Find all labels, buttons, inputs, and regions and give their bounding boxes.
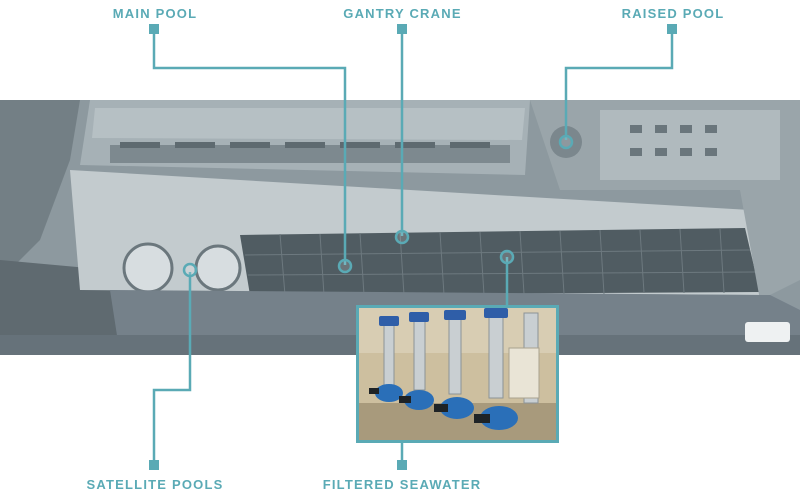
label-filtered-seawater: FILTERED SEAWATER bbox=[322, 477, 482, 492]
point-satellite-pools bbox=[182, 262, 198, 278]
point-main-pool bbox=[337, 258, 353, 274]
point-gantry-crane bbox=[394, 229, 410, 245]
point-filtered-seawater bbox=[499, 249, 515, 265]
marker-satellite-pools bbox=[149, 460, 159, 470]
callout-line-main-pool bbox=[152, 32, 347, 265]
marker-main-pool bbox=[149, 24, 159, 34]
pump-room-inset bbox=[356, 305, 559, 443]
label-raised-pool: RAISED POOL bbox=[621, 6, 725, 21]
callout-line-raised-pool bbox=[564, 32, 674, 140]
label-gantry-crane: GANTRY CRANE bbox=[343, 6, 462, 21]
marker-filtered-seawater bbox=[397, 460, 407, 470]
point-raised-pool bbox=[558, 134, 574, 150]
callout-line-satellite-pools bbox=[152, 272, 192, 465]
pump-room-drawing bbox=[359, 308, 556, 440]
marker-gantry-crane bbox=[397, 24, 407, 34]
marker-raised-pool bbox=[667, 24, 677, 34]
label-main-pool: MAIN POOL bbox=[112, 6, 198, 21]
label-satellite-pools: SATELLITE POOLS bbox=[86, 477, 224, 492]
